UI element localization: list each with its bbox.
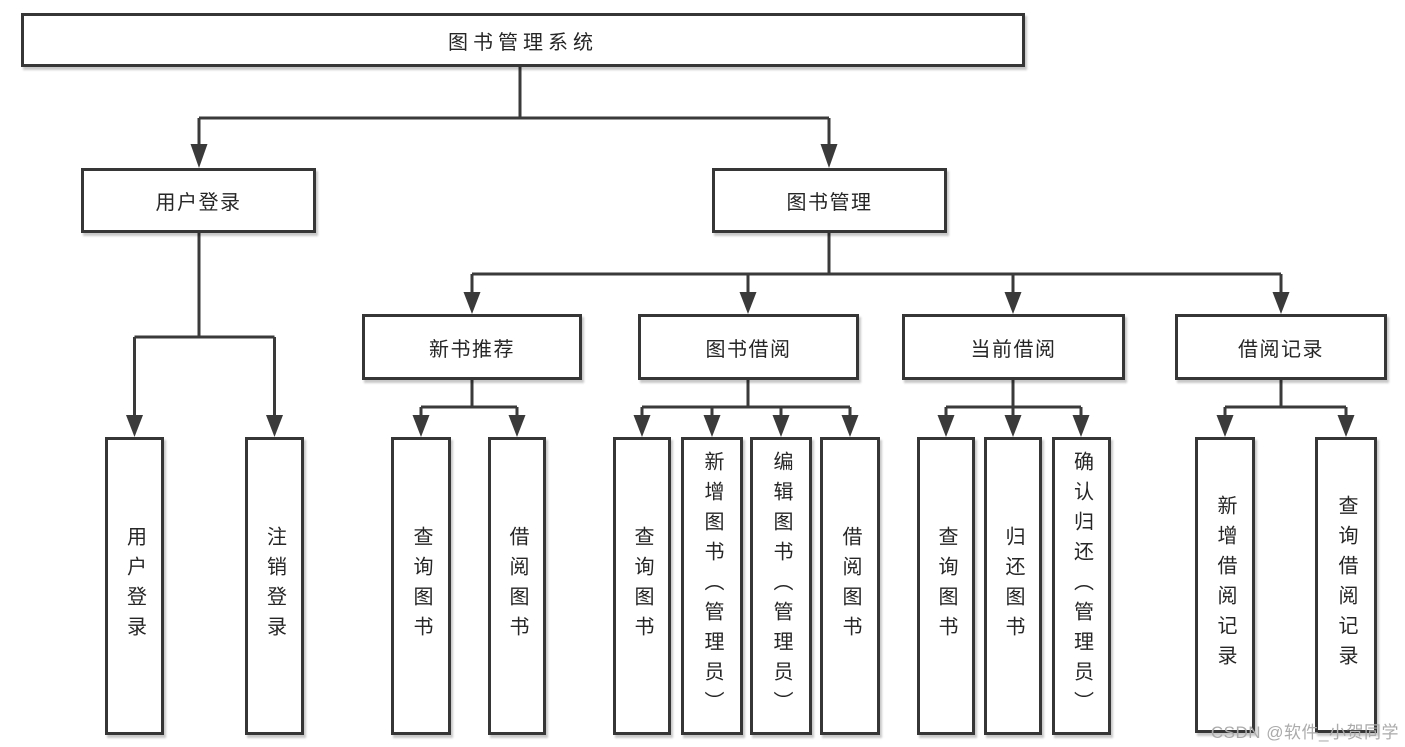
leaf-label: 查询图书 (631, 526, 653, 646)
node-label: 借阅记录 (1238, 338, 1324, 361)
leaf-edit-book-admin: 编辑图书（管理员） (750, 437, 812, 735)
leaf-label: 查询借阅记录 (1335, 495, 1357, 675)
node-label: 新书推荐 (429, 338, 515, 361)
leaf-label: 新增借阅记录 (1214, 495, 1236, 675)
node-label: 图书管理 (786, 192, 873, 214)
leaf-query-borrow-record: 查询借阅记录 (1315, 437, 1377, 733)
leaf-label: 新增图书（管理员） (701, 451, 723, 721)
leaf-confirm-return-admin: 确认归还（管理员） (1052, 437, 1111, 735)
leaf-label: 借阅图书 (839, 526, 861, 646)
node-borrowing-records: 借阅记录 (1175, 314, 1387, 380)
node-label: 图书借阅 (705, 338, 792, 361)
leaf-label: 归还图书 (1002, 526, 1024, 646)
node-label: 当前借阅 (970, 338, 1057, 361)
leaf-query-books-current: 查询图书 (917, 437, 975, 735)
node-book-borrowing: 图书借阅 (638, 314, 859, 380)
leaf-label: 用户登录 (123, 526, 146, 646)
leaf-add-borrow-record: 新增借阅记录 (1195, 437, 1255, 733)
leaf-label: 确认归还（管理员） (1070, 451, 1093, 721)
leaf-label: 注销登录 (263, 526, 286, 646)
leaf-query-books-borrow: 查询图书 (613, 437, 671, 735)
node-label: 用户登录 (155, 192, 242, 214)
leaf-add-book-admin: 新增图书（管理员） (681, 437, 743, 735)
leaf-query-books-recommend: 查询图书 (391, 437, 451, 735)
watermark-text: CSDN @软件_小贺同学 (1210, 723, 1399, 742)
arrowheads (126, 144, 1355, 437)
leaf-label: 查询图书 (935, 526, 957, 646)
leaf-borrow-books: 借阅图书 (820, 437, 880, 735)
leaf-logout: 注销登录 (245, 437, 304, 735)
node-user-login: 用户登录 (81, 168, 316, 233)
connector-stems (133, 67, 1348, 417)
leaf-user-login: 用户登录 (105, 437, 164, 735)
node-new-book-recommendation: 新书推荐 (362, 314, 582, 380)
node-current-borrowing: 当前借阅 (902, 314, 1125, 380)
node-book-management: 图书管理 (712, 168, 947, 233)
node-library-management-system: 图书管理系统 (21, 13, 1025, 67)
leaf-borrow-books-recommend: 借阅图书 (488, 437, 546, 735)
node-label: 图书管理系统 (448, 31, 598, 54)
leaf-label: 查询图书 (410, 526, 432, 646)
leaf-label: 借阅图书 (506, 526, 528, 646)
leaf-return-books: 归还图书 (984, 437, 1042, 735)
leaf-label: 编辑图书（管理员） (770, 451, 792, 721)
